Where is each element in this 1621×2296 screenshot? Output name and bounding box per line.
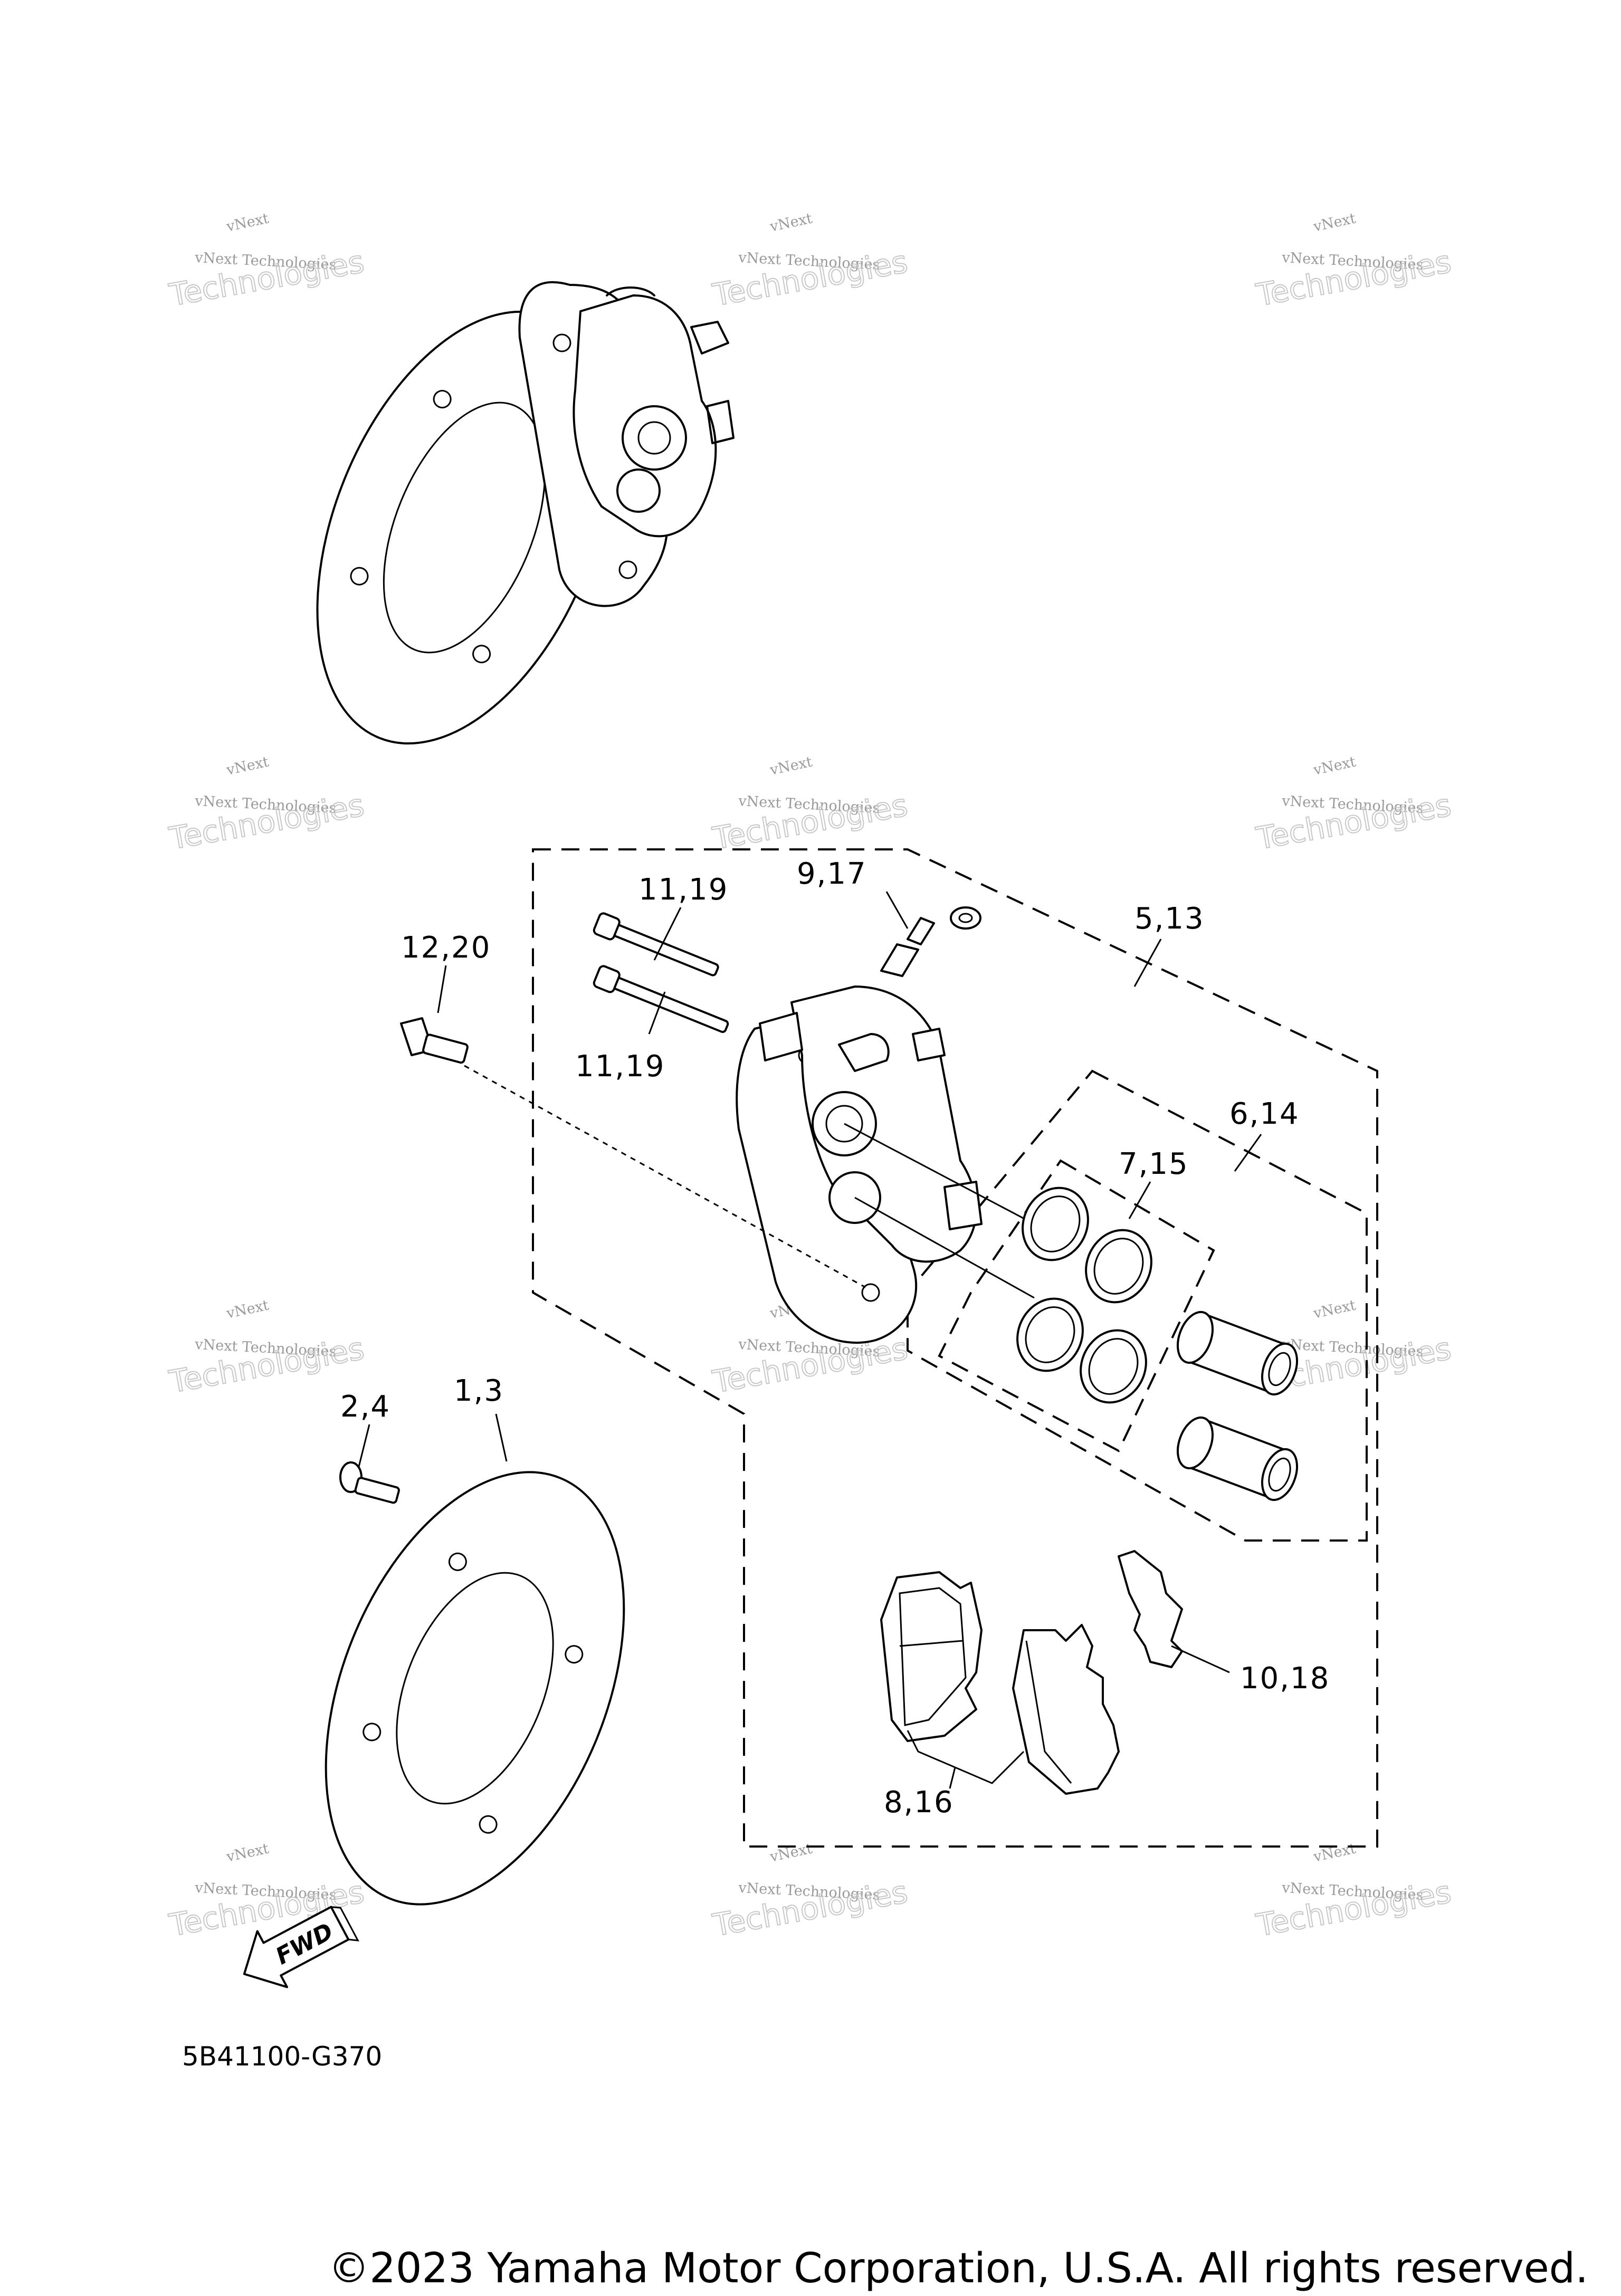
callout-label: 10,18 — [1240, 1661, 1330, 1696]
pad-spring — [1118, 1550, 1183, 1668]
caliper-bolt — [400, 1017, 469, 1064]
caliper-body-exploded — [464, 986, 1035, 1344]
brake-pad-left — [880, 1571, 983, 1742]
watermark-small: vNext — [768, 1840, 814, 1865]
watermark: vNext vNext Technologies Technologies — [1253, 753, 1454, 857]
callout-label: 6,14 — [1229, 1097, 1300, 1131]
watermark: vNext vNext Technologies Technologies — [709, 210, 911, 313]
callout-label: 2,4 — [340, 1390, 390, 1424]
watermark-small: vNext — [768, 753, 814, 778]
slide-pin-lower — [593, 965, 729, 1033]
watermark-small: vNext — [1311, 210, 1357, 235]
disc-bolt — [339, 1461, 400, 1504]
callout-label: 5,13 — [1134, 902, 1205, 936]
callout-label: 1,3 — [454, 1374, 504, 1408]
watermark: vNext vNext Technologies Technologies — [1253, 1840, 1454, 1944]
piston-seals — [1016, 1187, 1152, 1404]
callout-label: 9,17 — [797, 857, 867, 891]
callout-labels: 11,19 9,17 5,13 12,20 11,19 6,14 7,15 2,… — [340, 857, 1330, 1820]
watermark-small: vNext — [224, 1840, 270, 1865]
watermark-small: vNext — [224, 1297, 270, 1322]
assembled-disc-and-caliper — [316, 281, 735, 745]
watermark-small: vNext — [224, 753, 270, 778]
callout-label: 8,16 — [884, 1785, 954, 1820]
watermark: vNext vNext Technologies Technologies — [166, 1297, 367, 1400]
watermark: vNext vNext Technologies Technologies — [709, 753, 911, 857]
leader-lines — [358, 891, 1262, 1789]
watermark: vNext vNext Technologies Technologies — [709, 1840, 911, 1944]
watermark: vNext vNext Technologies Technologies — [166, 753, 367, 857]
slide-pin-upper — [593, 912, 719, 977]
watermark-small: vNext — [768, 210, 814, 235]
watermark-small: vNext — [1311, 1297, 1357, 1322]
pistons — [1177, 1310, 1298, 1501]
watermark-small: vNext — [1311, 753, 1357, 778]
callout-label: 11,19 — [638, 873, 728, 907]
watermark: vNext vNext Technologies Technologies — [1253, 210, 1454, 313]
watermark-small: vNext — [224, 210, 270, 235]
copyright-notice: ©2023 Yamaha Motor Corporation, U.S.A. A… — [328, 2245, 1588, 2292]
callout-label: 12,20 — [401, 931, 491, 965]
watermark-small: vNext — [1311, 1840, 1357, 1865]
callout-label: 11,19 — [575, 1049, 665, 1084]
group-outline-caliper-assy — [532, 848, 1378, 1848]
watermark: vNext vNext Technologies Technologies — [166, 210, 367, 313]
brake-pad-right — [1012, 1624, 1120, 1795]
bleed-screw — [880, 906, 981, 977]
brake-disc — [325, 1471, 625, 1906]
diagram-code: 5B41100-G370 — [182, 2041, 382, 2072]
callout-label: 7,15 — [1119, 1147, 1189, 1181]
